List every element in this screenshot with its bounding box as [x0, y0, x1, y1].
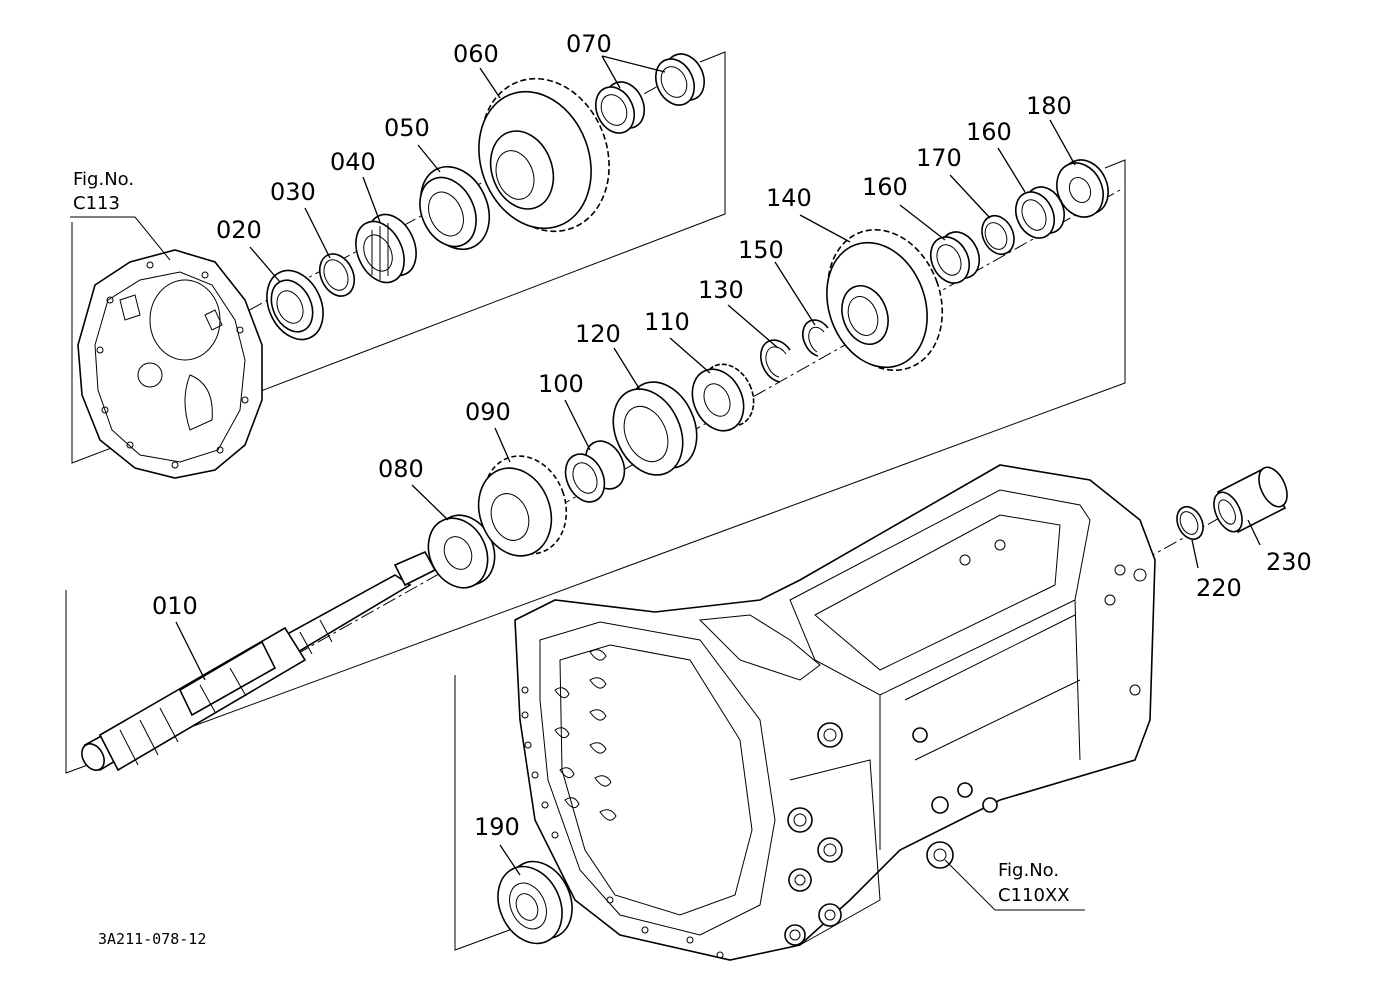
- figure-ref-c110xx: Fig.No. C110XX: [998, 860, 1070, 906]
- part-180-thrust-washer: [1056, 159, 1109, 218]
- label-110: 110: [644, 308, 690, 336]
- label-160-b: 160: [966, 118, 1012, 146]
- part-030-snap-ring: [318, 253, 356, 297]
- label-070: 070: [566, 30, 612, 58]
- part-070-needle-bearings: [594, 53, 706, 134]
- part-090-gear: [477, 455, 568, 557]
- part-040-collar: [355, 213, 417, 284]
- label-040: 040: [330, 148, 376, 176]
- label-150: 150: [738, 236, 784, 264]
- drawing-code: 3A211-078-12: [98, 930, 206, 948]
- label-180: 180: [1026, 92, 1072, 120]
- part-150-snap-ring: [802, 319, 829, 357]
- label-050: 050: [384, 114, 430, 142]
- part-160-needle-bearing-b: [1014, 186, 1066, 239]
- label-090: 090: [465, 398, 511, 426]
- part-050-bearing: [419, 165, 491, 251]
- label-160-a: 160: [862, 173, 908, 201]
- part-110-hub: [691, 363, 755, 432]
- part-100-bushing: [564, 440, 626, 503]
- label-220: 220: [1196, 574, 1242, 602]
- part-190-oil-seal: [497, 860, 573, 945]
- svg-text:Fig.No.: Fig.No.: [998, 860, 1059, 881]
- group-frame-upper: [71, 51, 726, 464]
- figure-ref-c113: Fig.No. C113: [73, 169, 134, 214]
- label-100: 100: [538, 370, 584, 398]
- label-030: 030: [270, 178, 316, 206]
- svg-text:C110XX: C110XX: [998, 885, 1070, 906]
- part-060-gear: [478, 77, 610, 233]
- label-190: 190: [474, 813, 520, 841]
- part-labels: 010 020 030 040 050 060 070 080 090 100 …: [152, 30, 1312, 841]
- part-020-bearing: [266, 269, 324, 341]
- label-020: 020: [216, 216, 262, 244]
- label-230: 230: [1266, 548, 1312, 576]
- group-frame-lower: [454, 675, 516, 951]
- part-140-gear: [826, 228, 944, 372]
- svg-text:C113: C113: [73, 193, 120, 214]
- label-170: 170: [916, 144, 962, 172]
- part-160-needle-bearing-a: [929, 231, 981, 284]
- part-230-bushing: [1213, 466, 1288, 534]
- part-130-snap-ring: [759, 339, 791, 383]
- case-bolt-holes: [521, 539, 1147, 959]
- label-140: 140: [766, 184, 812, 212]
- label-080: 080: [378, 455, 424, 483]
- part-010-shaft: [81, 550, 437, 772]
- flywheel-housing: [77, 249, 263, 479]
- case-bosses: [784, 722, 998, 946]
- label-060: 060: [453, 40, 499, 68]
- part-170-spacer: [981, 214, 1015, 256]
- label-130: 130: [698, 276, 744, 304]
- part-220-snap-ring: [1176, 505, 1204, 541]
- part-080-washer: [427, 514, 496, 589]
- leader-lines: [70, 55, 1261, 911]
- label-010: 010: [152, 592, 198, 620]
- transmission-case: [514, 464, 1156, 961]
- case-cutouts: [554, 649, 617, 821]
- label-120: 120: [575, 320, 621, 348]
- part-120-sleeve: [612, 381, 698, 476]
- svg-text:Fig.No.: Fig.No.: [73, 169, 134, 190]
- group-frame-middle: [65, 159, 1126, 774]
